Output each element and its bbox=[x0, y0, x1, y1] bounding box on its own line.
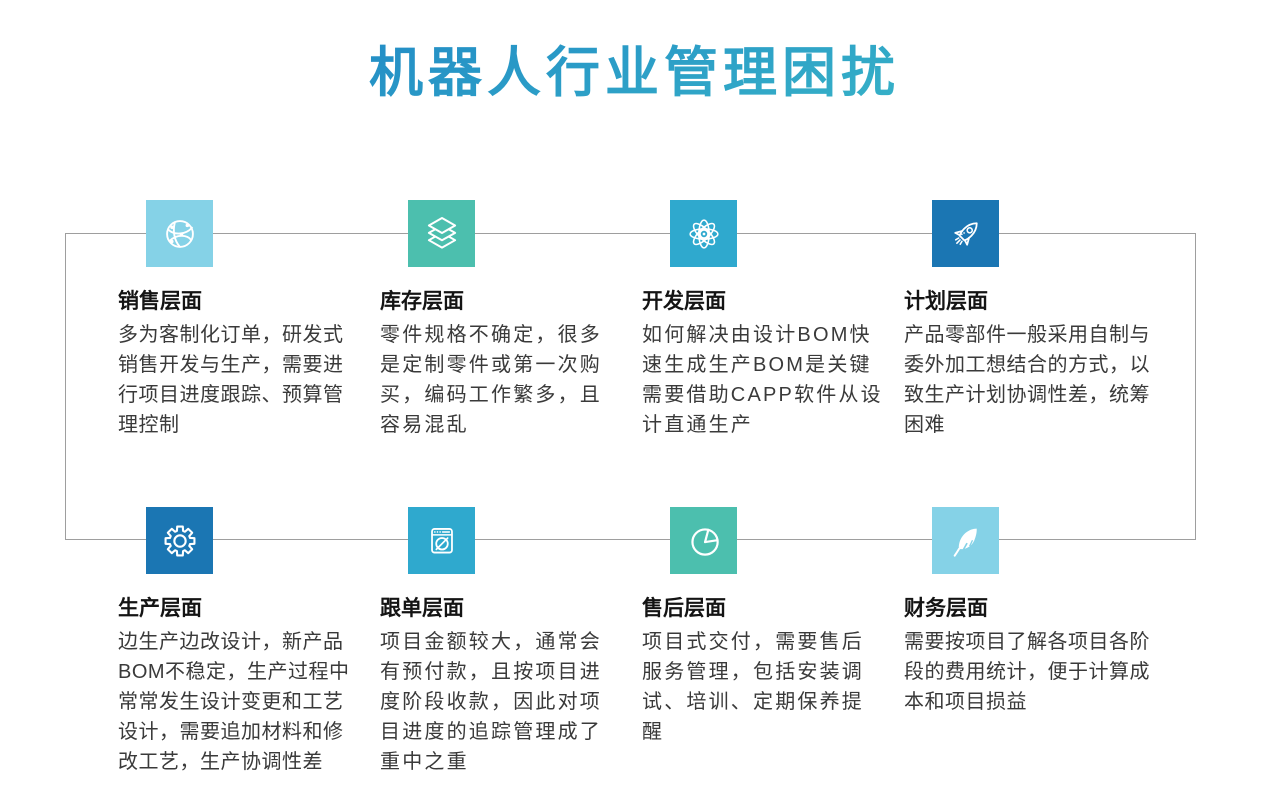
browser-compass-icon bbox=[408, 507, 475, 574]
section-description: 零件规格不确定，很多 是定制零件或第一次购 买，编码工作繁多，且 容易混乱 bbox=[380, 324, 602, 436]
section-after-sales: 售后层面 项目式交付，需要售后 服务管理，包括安装调 试、培训、定期保养提 醒 bbox=[642, 507, 904, 747]
globe-network-icon bbox=[146, 200, 213, 267]
atom-icon bbox=[670, 200, 737, 267]
connector-frame bbox=[65, 233, 1196, 540]
pie-chart-icon bbox=[670, 507, 737, 574]
section-development: 开发层面 如何解决由设计BOM快 速生成生产BOM是关键 需要借助CAPP软件从… bbox=[642, 200, 904, 440]
section-planning: 计划层面 产品零部件一般采用自制与 委外加工想结合的方式，以 致生产计划协调性差… bbox=[904, 200, 1166, 440]
gear-icon bbox=[146, 507, 213, 574]
section-description: 需要按项目了解各项目各阶 段的费用统计，便于计算成 本和项目损益 bbox=[904, 631, 1150, 713]
section-title: 跟单层面 bbox=[380, 597, 464, 620]
feather-icon bbox=[932, 507, 999, 574]
section-production: 生产层面 边生产边改设计，新产品 BOM不稳定，生产过程中 常常发生设计变更和工… bbox=[118, 507, 380, 777]
section-title: 库存层面 bbox=[380, 290, 464, 313]
section-order-tracking: 跟单层面 项目金额较大，通常会 有预付款，且按项目进 度阶段收款，因此对项 目进… bbox=[380, 507, 642, 777]
layers-icon bbox=[408, 200, 475, 267]
section-description: 多为客制化订单，研发式 销售开发与生产，需要进 行项目进度跟踪、预算管 理控制 bbox=[118, 324, 344, 436]
section-description: 如何解决由设计BOM快 速生成生产BOM是关键 需要借助CAPP软件从设 计直通… bbox=[642, 324, 883, 436]
section-title: 开发层面 bbox=[642, 290, 726, 313]
section-inventory: 库存层面 零件规格不确定，很多 是定制零件或第一次购 买，编码工作繁多，且 容易… bbox=[380, 200, 642, 440]
section-title: 财务层面 bbox=[904, 597, 988, 620]
page-title: 机器人行业管理困扰 bbox=[0, 42, 1264, 104]
section-title: 生产层面 bbox=[118, 597, 202, 620]
section-title: 销售层面 bbox=[118, 290, 202, 313]
section-description: 产品零部件一般采用自制与 委外加工想结合的方式，以 致生产计划协调性差，统筹 困… bbox=[904, 324, 1150, 436]
section-title: 售后层面 bbox=[642, 597, 726, 620]
section-title: 计划层面 bbox=[904, 290, 988, 313]
section-sales: 销售层面 多为客制化订单，研发式 销售开发与生产，需要进 行项目进度跟踪、预算管… bbox=[118, 200, 380, 440]
section-description: 项目金额较大，通常会 有预付款，且按项目进 度阶段收款，因此对项 目进度的追踪管… bbox=[380, 631, 602, 773]
section-description: 边生产边改设计，新产品 BOM不稳定，生产过程中 常常发生设计变更和工艺 设计，… bbox=[118, 631, 350, 773]
rocket-icon bbox=[932, 200, 999, 267]
section-finance: 财务层面 需要按项目了解各项目各阶 段的费用统计，便于计算成 本和项目损益 bbox=[904, 507, 1166, 717]
section-description: 项目式交付，需要售后 服务管理，包括安装调 试、培训、定期保养提 醒 bbox=[642, 631, 864, 743]
